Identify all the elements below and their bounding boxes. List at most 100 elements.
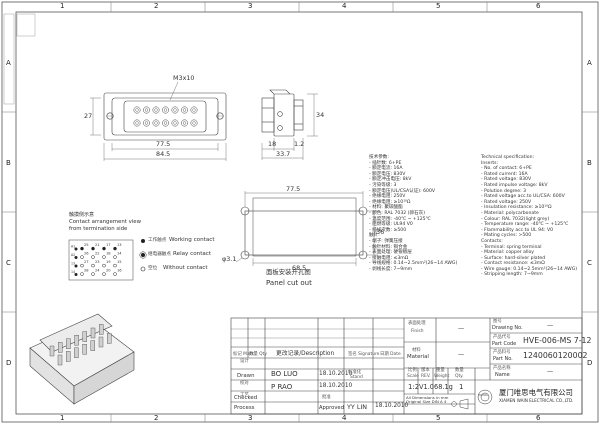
grid-row-label: D: [6, 359, 12, 367]
legend-side-pin-number: 14: [71, 270, 75, 274]
header-description: 更改记录/Description: [276, 351, 335, 357]
legend-pin-number: 20: [106, 269, 111, 273]
legend-pin-number: 21: [95, 243, 100, 247]
finish-label-en: Finish: [411, 329, 424, 334]
spec-line: - 端子: 弹簧压接: [369, 238, 403, 244]
spec-en: Technical specification:Inserts:- No. of…: [481, 155, 577, 278]
weight-value: 68.1g: [434, 383, 453, 391]
contact-hole: [190, 119, 198, 127]
header-mark: 标记 Mark: [233, 352, 255, 357]
spec-line: - Mating cycles: >500: [481, 233, 532, 239]
contact-pin: [182, 108, 187, 112]
spec-line: - 额定电流: 16A: [369, 166, 403, 172]
contact-hole: [143, 119, 150, 127]
legend-title-en-1: Contact arrangement view: [69, 219, 142, 225]
legend-side-pin-dot: [74, 256, 78, 259]
iso-contact: [106, 333, 112, 344]
spec-line: - 污染等级: 3: [369, 182, 397, 188]
cutout-width-b-dim: 68.5: [292, 264, 307, 272]
iso-contact: [74, 347, 79, 358]
spec-line: - 表面处理: 硬银镀层: [369, 250, 412, 256]
iso-contact: [65, 351, 71, 362]
spec-line: - 导线规格: 0.14~2.5mm²(26~14 AWG): [369, 261, 458, 267]
spec-cn: 技术参数:- 插针数: 6+PE- 额定电流: 16A- 额定电压: 830V-…: [369, 155, 457, 272]
cutout-label-en: Panel cut out: [266, 279, 312, 287]
relay-contact-icon: [141, 253, 145, 257]
spec-line: - 温度范围: -40℃ ~ +125℃: [369, 216, 431, 222]
legend-side-pin-number: 13: [71, 261, 75, 265]
spec-line: - No. of contact: 6+PE: [481, 166, 532, 172]
spec-line: 技术参数:: [369, 155, 389, 160]
grid-col-label: 3: [248, 414, 253, 422]
header-qty: 数量 Qty: [249, 352, 267, 357]
spec-line: - Insulation resistance: ≥10¹⁰Ω: [481, 205, 552, 211]
spec-line: - Flammability acc.to UL 94: V0: [481, 227, 554, 233]
approved-date: 18.10.2010: [375, 403, 409, 409]
scale-value: 1:2: [408, 383, 420, 391]
qty-value: 1: [459, 383, 464, 391]
legend-title-cn: 触摸侧示意: [69, 212, 95, 218]
projection-symbol: [451, 398, 469, 410]
front-width-outer-dim: 84.5: [156, 150, 171, 158]
front-view-contacts: [133, 106, 198, 127]
company-name-cn: 厦门唯思电气有限公司: [499, 388, 573, 397]
cutout-label-cn: 面板安装开孔图: [266, 268, 311, 276]
spec-line: - 阻燃等级: UL94 V0: [369, 222, 413, 228]
side-depth-a-dim: 18: [268, 140, 277, 148]
scale-label: 比例: [408, 368, 417, 373]
spec-line: - Contact resistance: ≤3mΩ: [481, 261, 545, 267]
title-block: [230, 317, 583, 415]
contact-hole: [152, 106, 160, 114]
name-label-cn: 产品名称: [493, 366, 511, 371]
finish-value: —: [458, 325, 465, 332]
legend-pin-number: 26: [84, 252, 89, 256]
grid-col-label: 1: [60, 414, 65, 422]
contact-pin: [154, 121, 158, 125]
contact-hole: [181, 106, 188, 114]
front-view: [103, 92, 227, 141]
legend-pin-dot: [102, 263, 106, 268]
legend-title-en-2: from termination side: [69, 226, 128, 232]
grid-row-label: B: [6, 159, 11, 167]
legend-side-pin-dot: [74, 247, 78, 251]
drawing-no-value: —: [547, 322, 554, 329]
contact-hole: [171, 119, 179, 127]
iso-contact: [90, 327, 96, 339]
grid-row-label: A: [587, 59, 592, 67]
grid-col-label: 6: [536, 414, 541, 422]
grid-col-label: 6: [536, 2, 541, 10]
drawn-name: BO LUO: [271, 370, 298, 378]
rev-value: V1.0: [419, 383, 434, 391]
legend-pin-dot: [91, 255, 95, 259]
spec-line: - Rated current: 16A: [481, 171, 528, 177]
legend-pin-number: 24: [95, 269, 100, 273]
contact-hole: [162, 106, 169, 114]
part-no-label-en: Part No.: [493, 356, 513, 362]
iso-contact: [90, 340, 96, 351]
spec-line: - Stripping length: 7~9mm: [481, 272, 543, 278]
legend-pin-number: 18: [106, 252, 111, 256]
checked-label-en: Checked: [234, 395, 258, 401]
drawing-no-label-cn: 图号: [493, 319, 502, 324]
contact-hole: [133, 119, 141, 127]
spec-line: Inserts:: [481, 160, 499, 166]
contact-pin: [163, 121, 168, 125]
working-contact-icon: [141, 239, 145, 243]
side-depth-total-dim: 33.7: [276, 150, 291, 158]
legend-pin-number: 15: [117, 260, 122, 264]
front-width-inner-dim: 77.5: [156, 140, 171, 148]
legend-item-cn: 继电器触点: [148, 252, 171, 257]
legend-pin-number: 13: [117, 243, 122, 247]
process-label-cn: 工艺: [240, 393, 249, 398]
contact-pin: [192, 121, 196, 125]
contact-hole: [171, 106, 179, 114]
contact-pin: [154, 108, 158, 112]
spec-line: - 插针数: 6+PE: [369, 160, 402, 166]
checked-label-cn: 校对: [240, 381, 249, 386]
side-height-dim: 34: [316, 111, 325, 119]
qty-label: 数量: [455, 368, 464, 373]
grid-col-label: 1: [60, 2, 65, 10]
part-no-value: 1240060120002: [523, 351, 588, 360]
company-name-en: XIAMEN WAIN ELECTRICAL CO.,LTD.: [499, 398, 574, 403]
